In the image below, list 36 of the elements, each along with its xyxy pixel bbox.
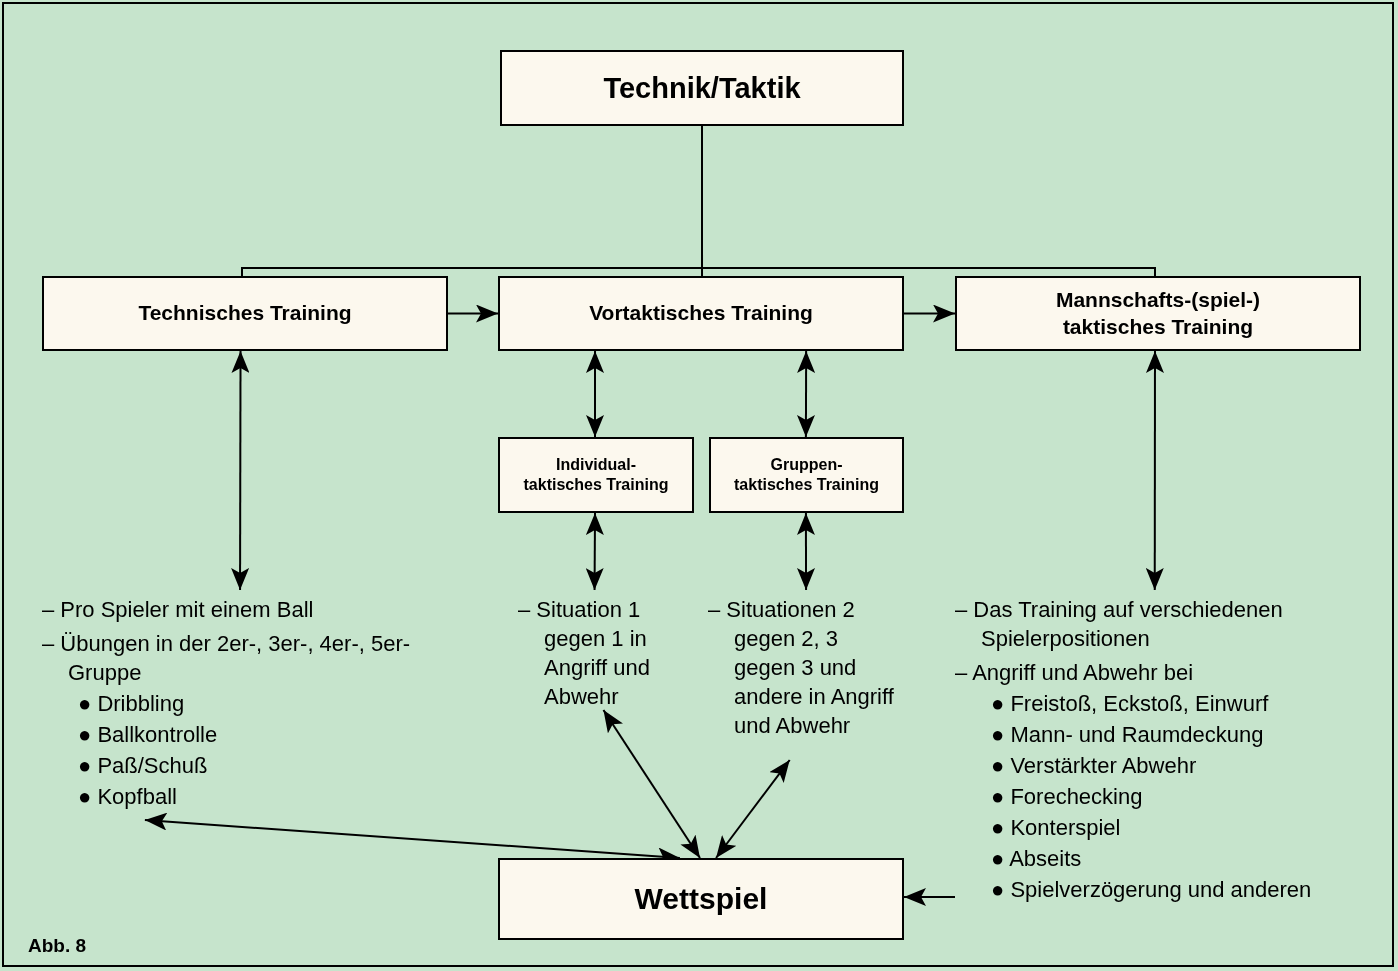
list-item: ● Paß/Schuß <box>78 752 209 780</box>
training-box: Gruppen-taktisches Training <box>709 437 904 513</box>
list-item: – Pro Spieler mit einem Ball <box>42 596 315 624</box>
arrow <box>797 350 816 438</box>
list-item: ● Forechecking <box>991 783 1144 811</box>
list-item: – Übungen in der 2er-, 3er-, 4er-, 5er-Gruppe <box>42 630 412 687</box>
list-item: ● Ballkontrolle <box>78 721 219 749</box>
list-item: ● Verstärkter Abwehr <box>991 752 1198 780</box>
arrow <box>903 304 956 323</box>
list-item: ● Dribbling <box>78 690 186 718</box>
arrow <box>796 512 815 591</box>
training-box: Mannschafts-(spiel-) taktisches Training <box>955 276 1361 351</box>
competition-box: Wettspiel <box>498 858 904 940</box>
arrow <box>586 350 605 438</box>
list-item: ● Abseits <box>991 845 1083 873</box>
arrow <box>903 888 956 906</box>
arrow <box>715 759 791 859</box>
list-item: – Angriff und Abwehr bei <box>955 659 1195 687</box>
list-item: ● Konterspiel <box>991 814 1122 842</box>
arrow <box>1145 350 1164 591</box>
arrow <box>231 350 250 591</box>
training-box: Vortaktisches Training <box>498 276 904 351</box>
list-item: – Situation 1 gegen 1 in Angriff und Abwehr <box>518 596 651 711</box>
training-box: Individual-taktisches Training <box>498 437 694 513</box>
figure-number: Abb. 8 <box>28 934 87 958</box>
list-item: ● Kopfball <box>78 783 178 811</box>
list-item: – Situationen 2 gegen 2, 3 gegen 3 und andere in Angriff und Abwehr <box>708 596 895 740</box>
list-item: ● Mann- und Raumdeckung <box>991 721 1265 749</box>
arrow <box>447 304 499 323</box>
arrow <box>602 709 701 859</box>
arrow <box>585 512 604 591</box>
title-box: Technik/Taktik <box>500 50 904 126</box>
list-item: ● Spielverzögerung und anderen <box>991 876 1313 904</box>
list-item: ● Freistoß, Eckstoß, Einwurf <box>991 690 1270 718</box>
list-item: – Das Training auf verschiedenen Spielerpositionen <box>955 596 1284 653</box>
training-box: Technisches Training <box>42 276 448 351</box>
